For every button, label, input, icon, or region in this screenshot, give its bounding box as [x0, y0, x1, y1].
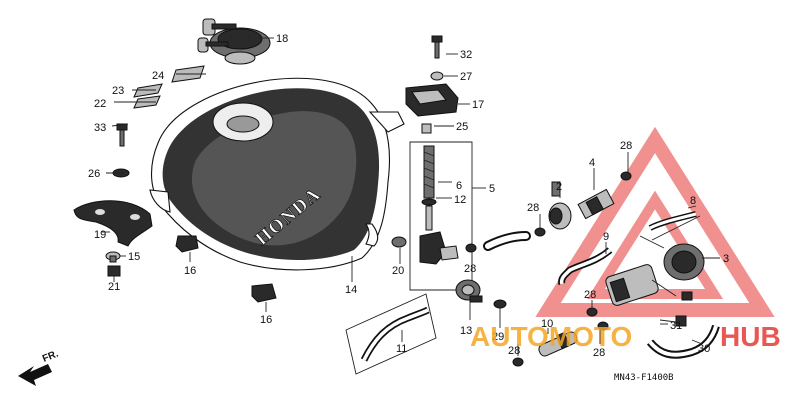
callout-30: 30 — [698, 343, 710, 355]
callout-16b: 16 — [260, 314, 272, 326]
diagram-code: MN43-F1400B — [614, 373, 674, 383]
nut-21 — [107, 265, 121, 277]
callout-28b: 28 — [527, 202, 539, 214]
callout-28e: 28 — [508, 345, 520, 357]
callout-28f: 28 — [593, 347, 605, 359]
bracket-19 — [73, 200, 153, 247]
washer-27 — [430, 71, 444, 81]
fuel-strainer-body — [605, 264, 693, 306]
callout-19: 19 — [94, 229, 106, 241]
collar-25 — [421, 123, 432, 134]
hose-30 — [646, 324, 720, 359]
label-23 — [133, 83, 163, 98]
callout-8: 8 — [690, 195, 696, 207]
callout-18: 18 — [276, 33, 288, 45]
callout-20: 20 — [392, 265, 404, 277]
rubber-mount-16b — [251, 283, 277, 303]
watermark-text-b: HUB — [720, 321, 781, 352]
fuel-hose-1 — [648, 211, 701, 241]
rubber-mount-16a — [175, 235, 199, 253]
bolt-32 — [431, 35, 443, 59]
callout-numbers: 18 32 27 17 25 24 23 22 33 26 19 15 21 1… — [88, 33, 729, 359]
leader-lines — [102, 37, 720, 356]
callout-25: 25 — [456, 121, 468, 133]
callout-2: 2 — [556, 181, 562, 193]
fuel-filter-2 — [548, 181, 572, 230]
hose-11-frame — [345, 293, 437, 375]
front-label: FR. — [41, 348, 60, 364]
key-icon — [197, 18, 237, 53]
callout-13: 13 — [460, 325, 472, 337]
watermark-text: AUTOMOTO HUB — [470, 321, 781, 352]
callout-17: 17 — [472, 99, 484, 111]
callout-3: 3 — [723, 253, 729, 265]
joint-13 — [455, 279, 483, 303]
callout-5: 5 — [489, 183, 495, 195]
bolt-33 — [116, 123, 128, 147]
callout-23: 23 — [112, 85, 124, 97]
callout-28a: 28 — [464, 263, 476, 275]
callout-6: 6 — [456, 180, 462, 192]
callout-33: 33 — [94, 122, 106, 134]
fuel-filter-4 — [577, 188, 615, 220]
watermark-text-a: AUTOMOTO — [470, 321, 632, 352]
fuel-tank: HONDA — [149, 77, 405, 271]
relay-box-17 — [405, 83, 459, 117]
arrow-icon — [18, 364, 52, 386]
callout-32: 32 — [460, 49, 472, 61]
callout-21: 21 — [108, 281, 120, 293]
callout-11: 11 — [396, 343, 407, 355]
callout-28d: 28 — [584, 289, 596, 301]
callout-31: 31 — [670, 320, 682, 332]
callout-14: 14 — [345, 284, 357, 296]
clip-28-cluster — [465, 171, 632, 367]
front-direction-arrow: FR. — [18, 348, 60, 386]
connector-31 — [659, 315, 687, 327]
callout-24: 24 — [152, 70, 164, 82]
callout-10: 10 — [541, 318, 553, 330]
callout-27: 27 — [460, 71, 472, 83]
sleeve-10 — [538, 331, 578, 357]
callout-29: 29 — [492, 331, 504, 343]
callout-9: 9 — [603, 231, 609, 243]
callout-4: 4 — [589, 157, 595, 169]
callout-16a: 16 — [184, 265, 196, 277]
grommet-20 — [391, 236, 407, 248]
callout-12: 12 — [454, 194, 466, 206]
callout-22: 22 — [94, 98, 106, 110]
fuel-valve-assembly — [409, 141, 473, 291]
clip-29 — [493, 299, 507, 309]
fuel-pump-3 — [639, 235, 705, 281]
callout-15: 15 — [128, 251, 140, 263]
watermark-triangle-outer — [535, 126, 775, 317]
callout-28c: 28 — [620, 140, 632, 152]
callout-26: 26 — [88, 168, 100, 180]
collar-15 — [105, 251, 121, 263]
fuel-cap-assembly — [197, 18, 271, 65]
